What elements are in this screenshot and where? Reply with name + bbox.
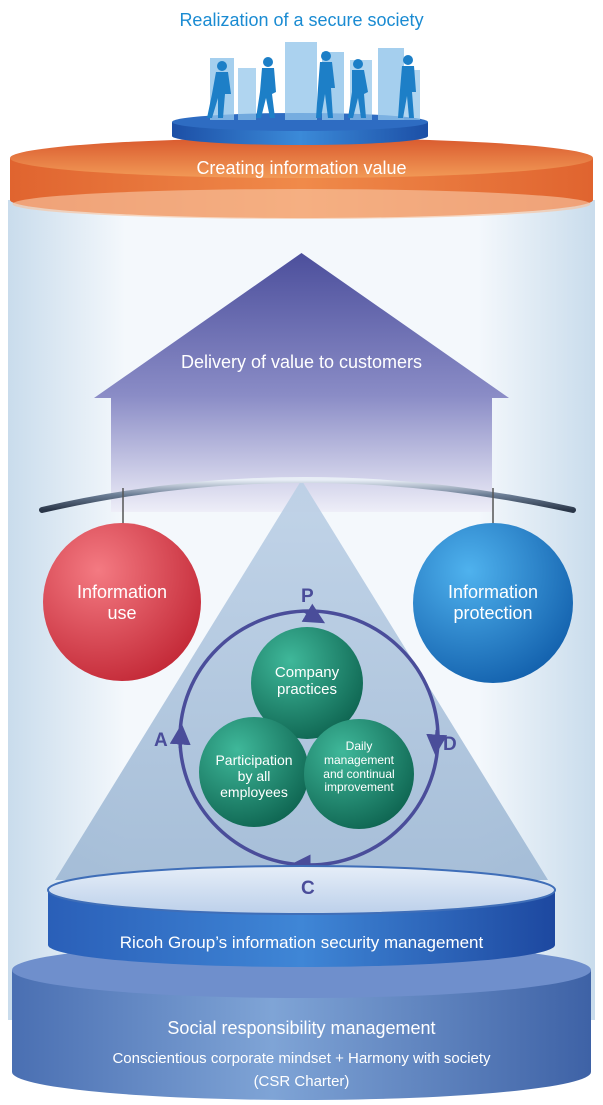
information-protection-line2: protection xyxy=(453,602,533,623)
participation-line1: Participation xyxy=(215,752,293,768)
pdca-p-label: P xyxy=(301,586,314,607)
company-practices-line2: practices xyxy=(276,681,338,699)
company-practices-sphere xyxy=(251,627,363,739)
platform-top xyxy=(48,866,555,914)
city-skyline xyxy=(210,42,420,120)
top-band-rim xyxy=(12,189,591,219)
company-practices-label: Company practices xyxy=(252,664,362,699)
pdca-a-label: A xyxy=(154,730,168,751)
information-protection-label: Information protection xyxy=(413,582,573,623)
pdca-c-label: C xyxy=(301,878,315,899)
platform-rim xyxy=(47,865,556,915)
daily-management-line2: management xyxy=(323,752,395,767)
daily-management-sphere xyxy=(304,719,414,829)
pdca-arrow-d xyxy=(426,729,448,756)
daily-management-line3: and continual xyxy=(323,766,395,781)
participation-line2: by all xyxy=(237,768,271,785)
top-band-label: Creating information value xyxy=(196,158,407,178)
balance-bar xyxy=(39,477,576,513)
information-protection-circle xyxy=(413,523,573,683)
daily-management-line4: improvement xyxy=(324,780,394,795)
page-title: Realization of a secure society xyxy=(179,10,424,30)
daily-management-label: Daily management and continual improveme… xyxy=(304,739,414,795)
participation-sphere xyxy=(199,717,309,827)
top-band-top xyxy=(10,138,593,178)
pdca-arrow-p xyxy=(301,603,326,624)
pdca-arrow-a xyxy=(169,723,191,749)
company-practices-line1: Company xyxy=(274,664,340,681)
base-line1: Conscientious corporate mindset + Harmon… xyxy=(112,1050,491,1067)
information-use-line2: use xyxy=(107,602,137,623)
base-line2: (CSR Charter) xyxy=(253,1073,350,1090)
base-cylinder-side xyxy=(12,970,591,1101)
daily-management-line1: Daily xyxy=(345,739,373,753)
base-title: Social responsibility management xyxy=(167,1018,436,1038)
platform-label: Ricoh Group’s information security manag… xyxy=(119,933,484,952)
delivery-arrow xyxy=(94,253,509,512)
arrow-label: Delivery of value to customers xyxy=(180,352,423,372)
participation-line3: employees xyxy=(220,784,288,801)
pdca-d-label: D xyxy=(443,734,457,755)
information-use-circle xyxy=(43,523,201,681)
information-use-label: Information use xyxy=(52,582,192,623)
participation-label: Participation by all employees xyxy=(199,752,309,800)
information-protection-line1: Information xyxy=(447,582,539,602)
information-use-line1: Information xyxy=(76,582,168,602)
walking-people xyxy=(207,51,416,118)
